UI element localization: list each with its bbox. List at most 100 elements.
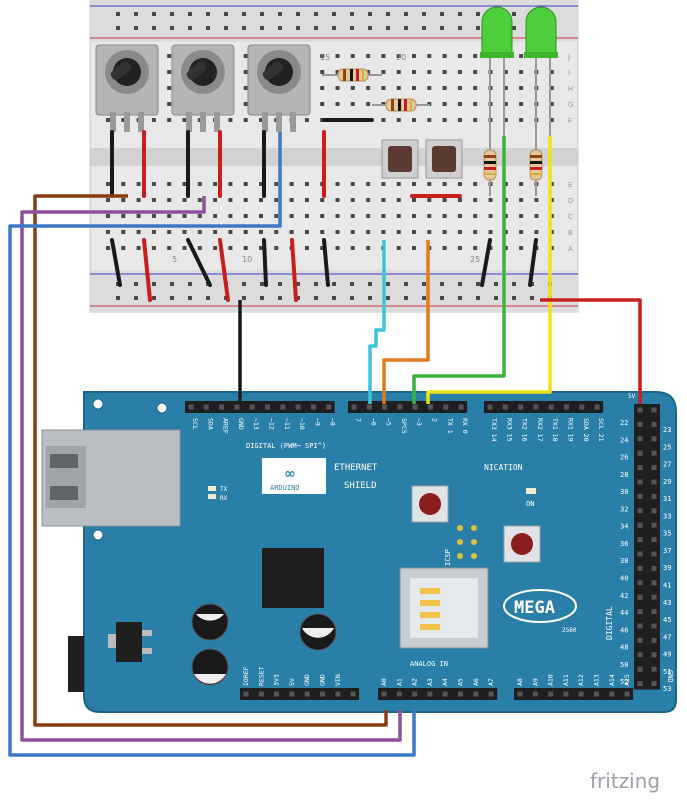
header-pin bbox=[651, 436, 657, 442]
bb-hole bbox=[167, 102, 172, 106]
bb-rail-hole bbox=[170, 12, 174, 16]
header-pin bbox=[637, 522, 643, 528]
bb-hole bbox=[289, 214, 294, 218]
header-pin bbox=[651, 551, 657, 557]
bb-hole bbox=[320, 54, 325, 58]
bb-hole bbox=[503, 198, 508, 202]
wire-green-led1 bbox=[412, 136, 506, 404]
bb-rail-hole bbox=[242, 282, 246, 286]
bb-hole bbox=[167, 214, 172, 218]
wire-yellow-led2 bbox=[426, 136, 552, 404]
bb-rail-hole bbox=[314, 282, 318, 286]
header-pin bbox=[564, 404, 569, 410]
bb-rail-hole bbox=[170, 26, 174, 30]
bb-rail-hole bbox=[134, 296, 138, 300]
pin-label: ~9 bbox=[313, 418, 321, 426]
side-pin-number: 28 bbox=[620, 471, 628, 479]
bb-hole bbox=[259, 198, 263, 202]
bb-rail-hole bbox=[386, 282, 390, 286]
bb-rail-hole bbox=[116, 296, 120, 300]
header-pin bbox=[249, 404, 255, 410]
bb-hole bbox=[396, 198, 401, 202]
bb-hole bbox=[106, 230, 110, 234]
bb-hole bbox=[396, 214, 401, 218]
bb-rail-hole bbox=[512, 26, 516, 30]
bb-hole bbox=[427, 182, 432, 186]
pin-label: ~8 bbox=[329, 418, 337, 426]
bb-hole bbox=[228, 214, 233, 218]
bb-hole bbox=[182, 118, 187, 122]
bb-rail-hole bbox=[512, 12, 516, 16]
header-pin bbox=[443, 404, 449, 410]
header-pin bbox=[609, 691, 615, 697]
header-pin bbox=[412, 691, 418, 697]
resistor-3 bbox=[483, 136, 497, 196]
bb-hole bbox=[381, 70, 386, 74]
bb-rail-hole bbox=[206, 12, 210, 16]
pin-label: RX1 19 bbox=[567, 418, 575, 442]
bb-rail-hole bbox=[188, 282, 192, 286]
side-pin-number: 53 bbox=[663, 685, 671, 693]
header-pin bbox=[427, 691, 433, 697]
bb-hole bbox=[412, 182, 416, 186]
bb-hole bbox=[274, 214, 279, 218]
bb-hole bbox=[304, 118, 309, 122]
ethernet-chip bbox=[262, 548, 324, 608]
bb-hole bbox=[381, 214, 386, 218]
bb-hole bbox=[396, 70, 401, 74]
bb-hole bbox=[350, 182, 355, 186]
bb-rail-hole bbox=[350, 26, 354, 30]
bb-rail-hole bbox=[476, 296, 480, 300]
header-pin bbox=[458, 691, 463, 697]
header-pin bbox=[502, 404, 508, 410]
header-pin bbox=[310, 404, 316, 410]
ethernet-jack bbox=[41, 429, 181, 527]
bb-hole bbox=[151, 246, 156, 250]
bb-hole bbox=[519, 54, 524, 58]
pin-label: ~5 bbox=[385, 418, 393, 426]
header-pin bbox=[651, 421, 657, 427]
side-pin-number: 34 bbox=[620, 523, 628, 531]
bb-hole bbox=[503, 86, 508, 90]
bb-hole bbox=[335, 182, 340, 186]
bb-hole bbox=[534, 198, 539, 202]
bb-row-label: I bbox=[568, 69, 570, 77]
bb-hole bbox=[243, 246, 248, 250]
pin-label: ~6 bbox=[369, 418, 377, 426]
header-pin bbox=[350, 691, 356, 697]
header-pin bbox=[458, 404, 464, 410]
bb-rail-hole bbox=[404, 282, 408, 286]
bb-rail-hole bbox=[440, 26, 444, 30]
bb-hole bbox=[503, 230, 508, 234]
pin-label: SPCS bbox=[400, 418, 408, 434]
side-pin-number: 22 bbox=[620, 419, 628, 427]
bb-rail-hole bbox=[170, 282, 174, 286]
pin-label: A11 bbox=[562, 674, 570, 686]
bb-hole bbox=[519, 70, 524, 74]
bb-rail-hole bbox=[116, 12, 120, 16]
header-pin bbox=[637, 407, 643, 413]
bb-rail-hole bbox=[314, 26, 318, 30]
bb-rail-hole bbox=[134, 26, 138, 30]
pin-label: AREF bbox=[222, 418, 230, 434]
header-pin bbox=[351, 404, 357, 410]
bb-rail-hole bbox=[188, 12, 192, 16]
bb-hole bbox=[350, 198, 355, 202]
resistor-4 bbox=[529, 136, 543, 196]
bb-rail-hole bbox=[422, 296, 426, 300]
pin-label: RX2 17 bbox=[536, 418, 544, 442]
bb-hole bbox=[534, 214, 539, 218]
bb-hole bbox=[366, 214, 371, 218]
pin-label: ~13 bbox=[252, 418, 260, 430]
side-pin-number: 35 bbox=[663, 530, 671, 538]
pin-label: TX3 14 bbox=[490, 418, 498, 442]
bb-rail-hole bbox=[188, 296, 192, 300]
pin-label: A13 bbox=[593, 674, 601, 686]
bb-hole bbox=[167, 70, 172, 74]
bb-hole bbox=[350, 246, 355, 250]
pin-label: RX3 15 bbox=[505, 418, 513, 442]
resistor-1 bbox=[322, 68, 382, 82]
bb-hole bbox=[320, 214, 325, 218]
bb-hole bbox=[228, 230, 233, 234]
